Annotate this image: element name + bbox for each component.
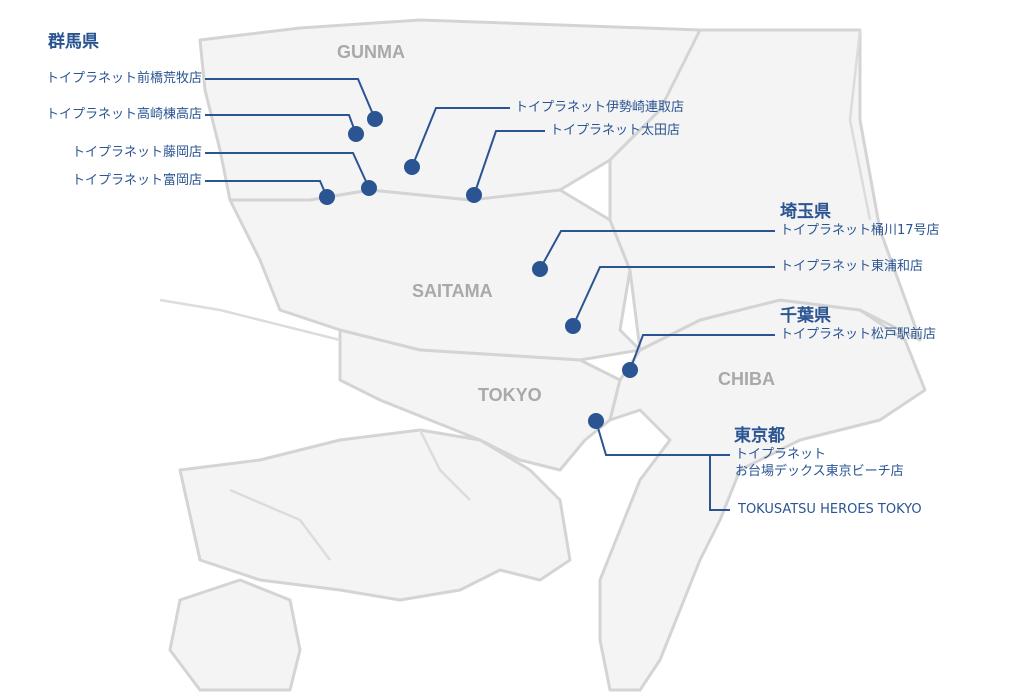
prefecture-title-gunma: 群馬県	[48, 32, 99, 52]
region-label-chiba: CHIBA	[718, 369, 775, 389]
store-label[interactable]: トイプラネット高崎棟高店	[45, 107, 202, 122]
store-dot-higashiurawa	[565, 318, 581, 334]
store-label[interactable]: トイプラネット藤岡店	[71, 145, 202, 160]
region-label-gunma: GUNMA	[337, 42, 405, 62]
store-label[interactable]: トイプラネット富岡店	[71, 173, 202, 188]
store-label[interactable]: TOKUSATSU HEROES TOKYO	[738, 502, 922, 517]
store-dot-tomioka	[319, 189, 335, 205]
store-label[interactable]: トイプラネット前橋荒牧店	[45, 71, 202, 86]
store-label[interactable]: トイプラネット桶川17号店	[780, 223, 940, 238]
store-dot-fujioka	[361, 180, 377, 196]
store-dot-matsudo	[622, 362, 638, 378]
store-dot-takasaki	[348, 126, 364, 142]
land-chiba	[598, 298, 927, 692]
region-label-tokyo: TOKYO	[478, 385, 542, 405]
store-dot-isesaki	[404, 159, 420, 175]
store-dot-maebashi	[367, 111, 383, 127]
store-label[interactable]: トイプラネット	[735, 447, 827, 462]
store-label[interactable]: トイプラネット伊勢崎連取店	[515, 100, 685, 115]
store-dot-odaiba	[588, 413, 604, 429]
store-dot-okegawa	[532, 261, 548, 277]
land-saitama	[228, 188, 642, 362]
store-label[interactable]: トイプラネット東浦和店	[780, 259, 924, 274]
store-label[interactable]: トイプラネット松戸駅前店	[780, 327, 937, 342]
prefecture-title-tokyo: 東京都	[734, 426, 785, 446]
store-label[interactable]: お台場デックス東京ビーチ店	[735, 464, 904, 479]
prefecture-title-chiba: 千葉県	[780, 306, 831, 326]
store-label[interactable]: トイプラネット太田店	[550, 123, 681, 138]
land-tokyo	[338, 328, 622, 472]
land-ibaraki	[608, 28, 922, 352]
land-izu	[168, 578, 302, 692]
land-kanagawa	[178, 428, 572, 602]
prefecture-title-saitama: 埼玉県	[780, 202, 831, 222]
region-label-saitama: SAITAMA	[412, 281, 493, 301]
store-dot-ota	[466, 187, 482, 203]
